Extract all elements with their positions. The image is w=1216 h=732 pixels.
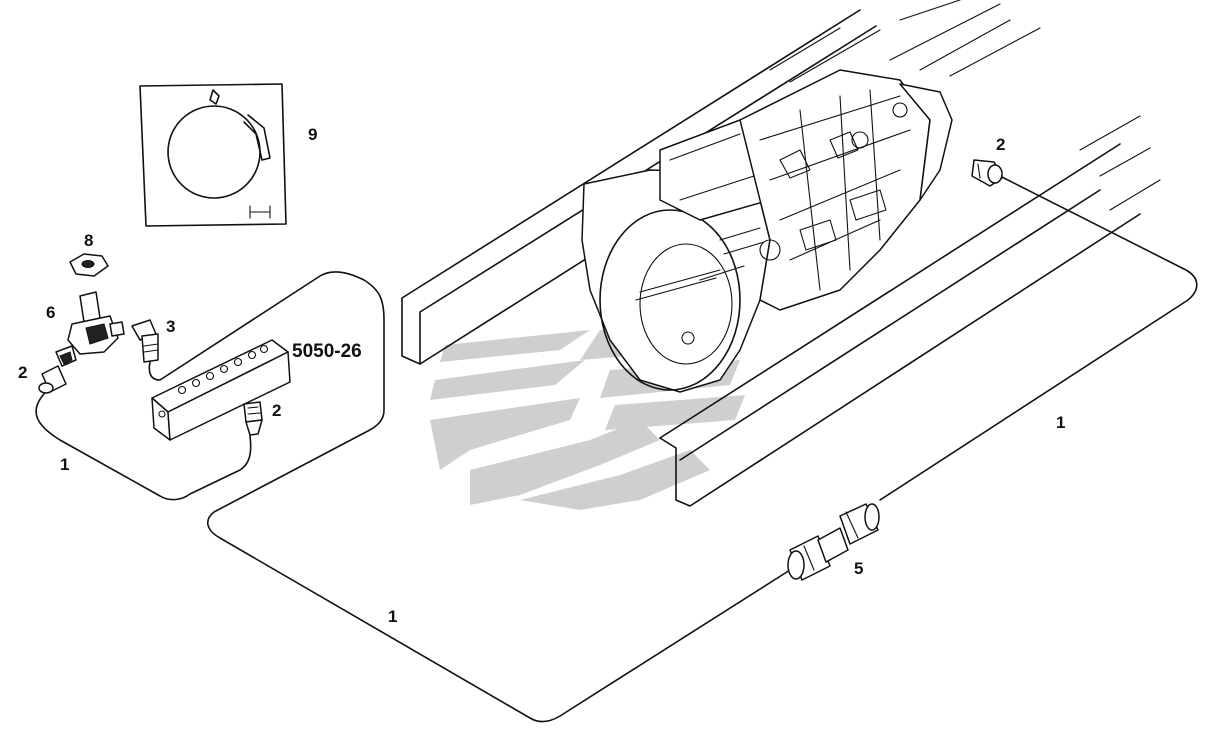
callout-6: 6 bbox=[46, 303, 55, 322]
connector-left-part bbox=[38, 365, 67, 394]
callout-9: 9 bbox=[308, 125, 317, 144]
callout-2-block: 2 bbox=[272, 401, 281, 420]
callout-5: 5 bbox=[854, 559, 863, 578]
distribution-block-part bbox=[151, 339, 291, 441]
callout-2-left: 2 bbox=[18, 363, 27, 382]
valve-assembly-part bbox=[55, 291, 125, 367]
callout-2-right: 2 bbox=[996, 135, 1005, 154]
gearbox-assembly bbox=[581, 69, 953, 393]
callout-1-right: 1 bbox=[1056, 413, 1065, 432]
hose-left-line bbox=[35, 393, 252, 501]
hose-main-line bbox=[148, 271, 791, 723]
callout-1-bottom: 1 bbox=[388, 607, 397, 626]
block-part-number: 5050-26 bbox=[292, 341, 362, 362]
elbow-fitting-part bbox=[131, 319, 159, 363]
callout-3: 3 bbox=[166, 317, 175, 336]
connector-block-part bbox=[243, 401, 263, 436]
hose-right-line bbox=[879, 175, 1198, 501]
connector-right-part bbox=[971, 159, 1003, 187]
callout-1-left: 1 bbox=[60, 455, 69, 474]
callout-8: 8 bbox=[84, 231, 93, 250]
union-coupling-part bbox=[787, 503, 880, 581]
nut-part bbox=[69, 253, 109, 277]
gauge-inset bbox=[139, 83, 287, 227]
frame-rails bbox=[401, 0, 1161, 507]
